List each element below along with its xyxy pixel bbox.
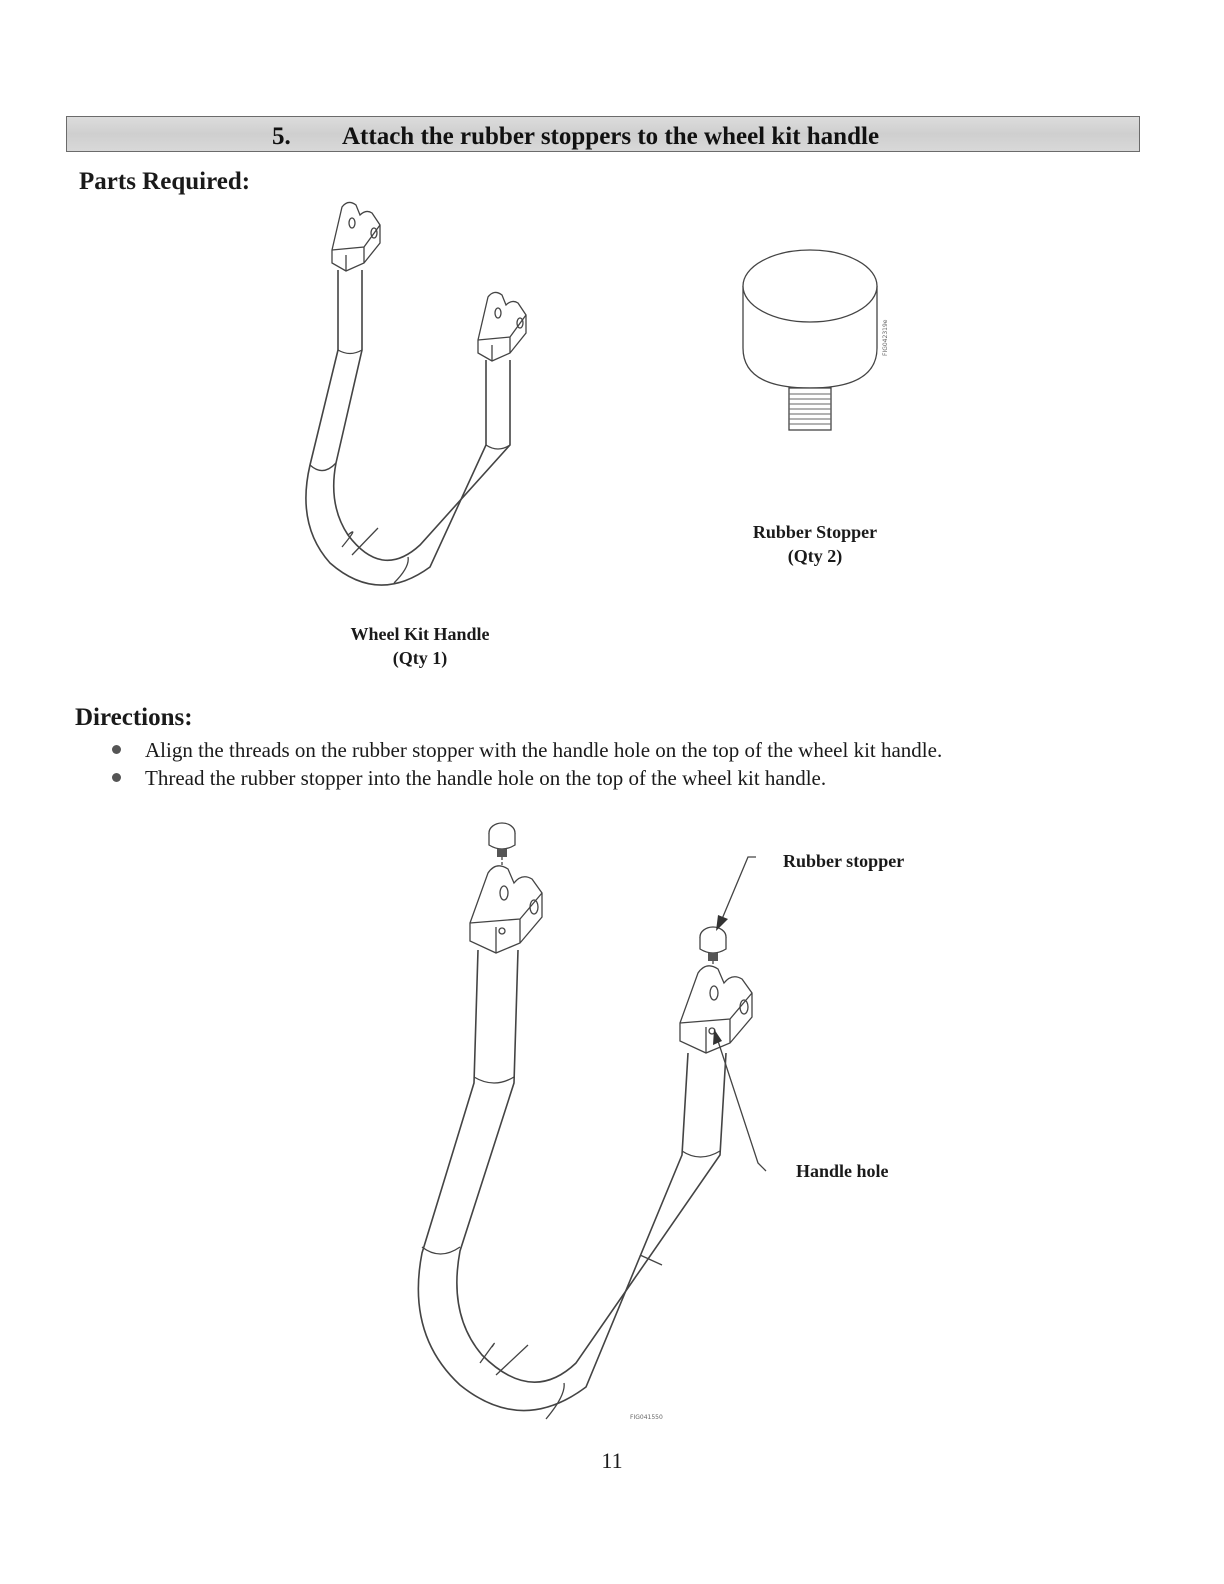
diagram-figure-code: FIG041550 (630, 1414, 663, 1421)
direction-step-1: Align the threads on the rubber stopper … (110, 736, 1170, 764)
stopper-caption: Rubber Stopper (Qty 2) (715, 520, 915, 568)
assembly-diagram: FIG041550 (417, 822, 767, 1421)
bullet-icon (112, 745, 121, 754)
wheel-kit-handle-drawing (305, 201, 527, 586)
stopper-qty: (Qty 2) (787, 546, 843, 566)
handle-caption: Wheel Kit Handle (Qty 1) (320, 622, 520, 670)
stopper-figure-code: FIG042319e (882, 319, 889, 356)
bullet-icon (112, 773, 121, 782)
direction-step-2: Thread the rubber stopper into the handl… (110, 764, 1170, 792)
handle-name: Wheel Kit Handle (350, 624, 490, 644)
callout-handle-hole: Handle hole (796, 1161, 889, 1181)
step-title: Attach the rubber stoppers to the wheel … (342, 123, 880, 150)
directions-list: Align the threads on the rubber stopper … (110, 736, 1170, 792)
rubber-stopper-drawing: FIG042319e (742, 249, 889, 431)
page-number: 11 (601, 1448, 623, 1473)
section-banner: 5. Attach the rubber stoppers to the whe… (66, 116, 1140, 152)
step-number: 5. (272, 123, 291, 150)
handle-qty: (Qty 1) (392, 648, 448, 668)
directions-heading: Directions: (75, 704, 193, 731)
parts-required-heading: Parts Required: (79, 168, 251, 195)
stopper-name: Rubber Stopper (752, 522, 878, 542)
callout-rubber-stopper: Rubber stopper (783, 851, 905, 871)
